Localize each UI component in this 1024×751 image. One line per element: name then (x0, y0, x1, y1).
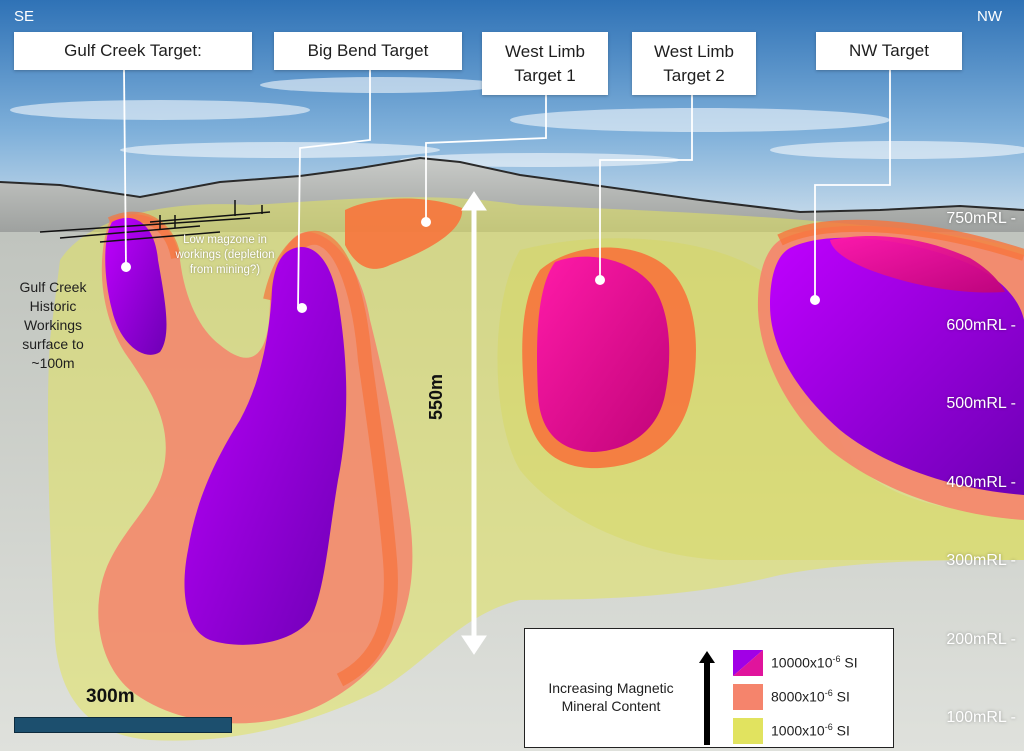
legend-swatch-low (733, 718, 763, 744)
note-historic-workings: Gulf Creek Historic Workings surface to … (19, 279, 87, 371)
elevation-label: 500mRL - (946, 395, 1016, 412)
leader-dots (121, 217, 820, 313)
legend-swatch-medium (733, 684, 763, 710)
legend-swatch-high (733, 650, 763, 676)
elevation-label: 600mRL - (946, 317, 1016, 334)
legend-label-low: 1000x10-6 SI (771, 722, 850, 739)
direction-se: SE (14, 8, 35, 25)
legend-caption: Increasing Magnetic Mineral Content (548, 680, 674, 714)
big-bend-high (184, 247, 347, 645)
nw-high-cap (830, 236, 1005, 293)
elevation-label: 100mRL - (946, 709, 1016, 726)
leader-lines (123, 69, 891, 309)
nw-rim (777, 219, 1024, 261)
direction-nw: NW (977, 8, 1002, 25)
nw-high (770, 237, 1024, 496)
elevation-label: 300mRL - (946, 552, 1016, 569)
historic-workings-traces (39, 200, 271, 243)
label-west-limb-target-2: West Limb Target 2 (632, 32, 756, 95)
legend-label-medium: 8000x10-6 SI (771, 688, 850, 705)
label-big-bend-target: Big Bend Target (274, 32, 462, 70)
elevation-label: 400mRL - (946, 474, 1016, 491)
elevation-label: 750mRL - (946, 210, 1016, 227)
gulf-creek-high (105, 217, 167, 355)
elevation-label: 200mRL - (946, 631, 1016, 648)
label-nw-target: NW Target (816, 32, 962, 70)
legend-label-high: 10000x10-6 SI (771, 654, 858, 671)
note-low-mag-zone: Low magzone in workings (depletion from … (175, 234, 275, 276)
west-limb-1-medium (345, 198, 463, 269)
height-arrow (461, 191, 487, 655)
label-gulf-creek-target: Gulf Creek Target: (14, 32, 252, 70)
height-label: 550m (426, 373, 446, 420)
scale-bar-label: 300m (86, 686, 135, 707)
big-bend-rim (263, 230, 398, 687)
increase-arrow-icon (699, 651, 715, 745)
label-west-limb-target-1: West Limb Target 1 (482, 32, 608, 95)
west-limb-2-high (536, 256, 670, 452)
scale-bar (14, 717, 232, 733)
legend: Increasing Magnetic Mineral Content 1000… (524, 628, 894, 748)
topography-line (0, 156, 1024, 214)
